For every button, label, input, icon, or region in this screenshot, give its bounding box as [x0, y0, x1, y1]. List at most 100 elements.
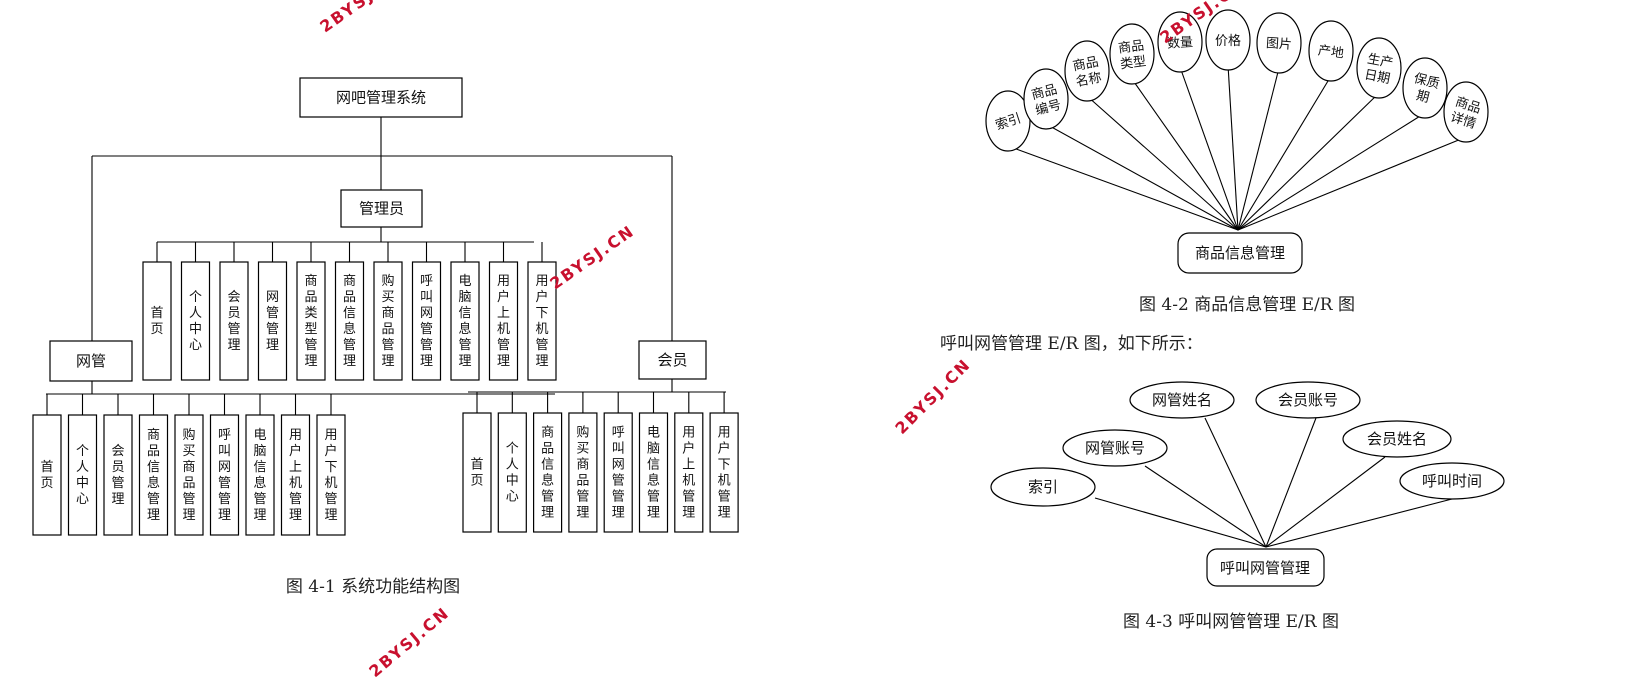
member-item-label: 购买商品管理: [576, 425, 589, 521]
netadmin-node-label: 网管: [76, 352, 106, 370]
admin-item-box: [142, 261, 172, 381]
admin-item-box: [527, 261, 557, 381]
admin-item-label: 商品信息管理: [343, 274, 356, 369]
er-goods-entity-box: [1177, 232, 1303, 274]
er-call-edge: [1265, 498, 1453, 548]
er-diagram-goods: 索引商品编号商品名称商品类型数量价格图片产地生产日期保质期商品详情商品信息管理: [985, 9, 1489, 274]
admin-item-label: 电脑信息管理: [458, 274, 471, 369]
structure-chart: 网吧管理系统管理员网管会员首页个人中心会员管理网管管理商品类型管理商品信息管理购…: [32, 77, 739, 536]
admin-item-label: 网管管理: [266, 290, 279, 353]
admin-item-box: [334, 261, 365, 381]
member-item-box: [603, 412, 633, 533]
caption-structure: 图 4-1 系统功能结构图: [286, 577, 460, 597]
admin-node-box: [340, 189, 423, 228]
admin-item-box: [411, 261, 442, 381]
er-call-entity-box: [1206, 548, 1325, 587]
er-call-attribute-label: 会员账号: [1278, 391, 1338, 409]
er-call-attribute-shape: [1255, 381, 1361, 419]
netadmin-item-label: 商品信息管理: [147, 428, 160, 523]
netadmin-item-label: 电脑信息管理: [253, 428, 266, 523]
er-call-entity-label: 呼叫网管管理: [1220, 559, 1310, 577]
netadmin-item-box: [316, 414, 346, 536]
er-goods-edge: [1086, 95, 1239, 231]
er-call-edge: [1204, 417, 1267, 548]
admin-node-label: 管理员: [359, 200, 404, 218]
er-call-attribute-shape: [1062, 429, 1168, 467]
er-goods-attribute-label: 图片: [1265, 36, 1292, 53]
member-item-box: [497, 412, 527, 533]
netadmin-item-label: 首页: [40, 460, 53, 491]
er-goods-attribute-label: 保质期: [1408, 71, 1441, 107]
er-call-edge: [1094, 497, 1267, 548]
member-item-box: [462, 412, 492, 533]
admin-item-box: [373, 261, 403, 381]
admin-item-box: [180, 261, 211, 381]
member-item-box: [674, 412, 704, 533]
er-call-edge: [1265, 417, 1317, 548]
er-goods-edge: [1237, 112, 1426, 231]
er-call-attribute-shape: [1129, 381, 1235, 419]
er-call-attribute-shape: [1399, 462, 1505, 500]
member-item-label: 用户上机管理: [682, 426, 695, 521]
netadmin-item-box: [32, 414, 62, 536]
er-goods-attribute-shape: [1308, 20, 1354, 82]
er-goods-attribute-label: 生产日期: [1363, 52, 1394, 87]
member-item-box: [568, 412, 598, 533]
er-goods-edge: [1045, 123, 1239, 231]
intro-text-call: 呼叫网管管理 E/R 图，如下所示：: [940, 334, 1203, 354]
member-node-box: [638, 340, 707, 380]
netadmin-node-box: [49, 340, 133, 382]
er-call-attribute-shape: [990, 467, 1096, 507]
member-item-label: 电脑信息管理: [647, 426, 660, 521]
er-goods-edge: [1237, 92, 1380, 231]
netadmin-item-label: 个人中心: [76, 444, 89, 507]
er-goods-attribute-shape: [1157, 11, 1203, 73]
er-goods-attribute-shape: [1023, 68, 1069, 130]
er-goods-attribute-label: 商品编号: [1030, 82, 1063, 118]
netadmin-item-box: [138, 414, 169, 536]
admin-item-box: [296, 261, 326, 381]
admin-item-label: 购买商品管理: [381, 273, 394, 369]
er-goods-edge: [1179, 66, 1239, 231]
member-item-label: 用户下机管理: [718, 426, 731, 521]
er-goods-attribute-shape: [1109, 23, 1155, 85]
netadmin-item-box: [103, 414, 133, 536]
er-goods-edge: [1007, 145, 1239, 231]
er-call-attribute-label: 会员姓名: [1367, 430, 1427, 448]
netadmin-item-label: 用户上机管理: [289, 428, 302, 523]
admin-item-label: 商品类型管理: [304, 274, 317, 369]
er-goods-attribute-shape: [1443, 81, 1489, 143]
er-goods-attribute-label: 价格: [1215, 33, 1241, 49]
admin-item-label: 用户下机管理: [535, 274, 548, 369]
er-goods-attribute-shape: [1256, 12, 1302, 74]
member-item-box: [638, 412, 669, 533]
er-goods-edge: [1237, 136, 1467, 231]
watermark: 2BYSJ.CN: [316, 0, 408, 36]
netadmin-item-box: [174, 414, 204, 536]
er-call-attribute-label: 索引: [1028, 478, 1058, 496]
er-goods-attribute-label: 产地: [1317, 43, 1345, 61]
admin-item-label: 呼叫网管管理: [420, 274, 433, 369]
er-call-attribute-label: 呼叫时间: [1422, 472, 1482, 490]
er-goods-attribute-shape: [1402, 57, 1448, 119]
er-diagram-call: 索引网管账号网管姓名会员账号会员姓名呼叫时间呼叫网管管理: [990, 381, 1505, 587]
caption-er-goods: 图 4-2 商品信息管理 E/R 图: [1139, 295, 1355, 315]
member-item-label: 呼叫网管管理: [612, 426, 625, 521]
admin-item-box: [257, 261, 288, 381]
watermark: 2BYSJ.CN: [365, 603, 453, 678]
er-goods-edge: [1237, 75, 1332, 231]
er-goods-attribute-shape: [1205, 9, 1251, 71]
netadmin-item-label: 购买商品管理: [182, 427, 195, 523]
root-node-box: [299, 77, 463, 118]
netadmin-item-box: [209, 414, 240, 536]
netadmin-item-box: [245, 414, 275, 536]
er-goods-attribute-shape: [985, 90, 1031, 152]
admin-item-label: 会员管理: [227, 290, 240, 353]
member-item-label: 首页: [470, 458, 483, 489]
watermark: 2BYSJ.CN: [891, 355, 974, 438]
er-goods-edge: [1227, 64, 1239, 231]
er-goods-attribute-shape: [1356, 37, 1402, 99]
admin-item-box: [488, 261, 519, 381]
er-call-attribute-label: 网管账号: [1085, 439, 1145, 457]
netadmin-item-box: [280, 414, 311, 536]
